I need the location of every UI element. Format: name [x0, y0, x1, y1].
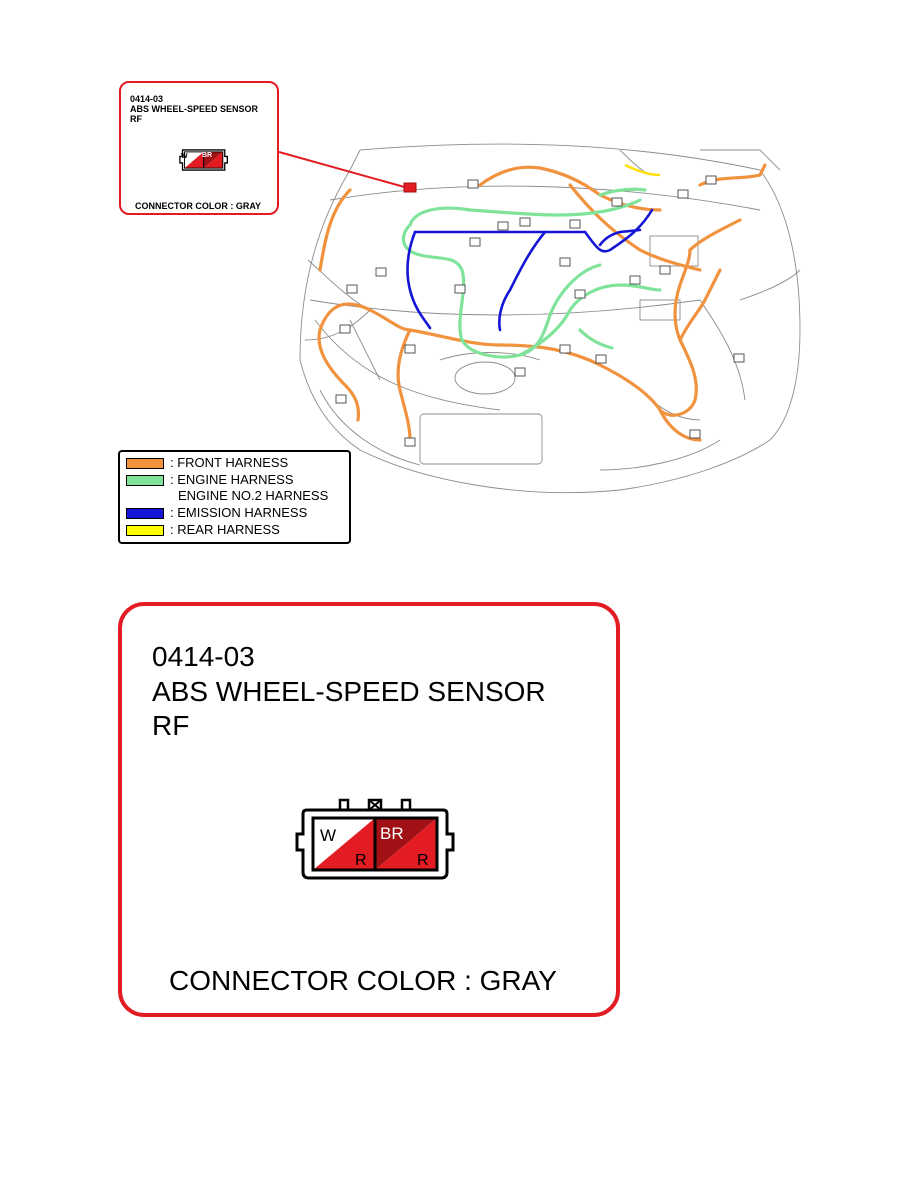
legend-swatch-engine	[126, 474, 164, 486]
callout-large-connector-color: CONNECTOR COLOR : GRAY	[169, 965, 557, 996]
callout-large-name: ABS WHEEL-SPEED SENSOR	[152, 676, 546, 707]
pin-label-small-br: BR	[202, 152, 213, 159]
connector-callout-large: 0414-03 ABS WHEEL-SPEED SENSOR RF W R BR…	[118, 602, 620, 1017]
legend-swatch-emission	[126, 507, 164, 519]
connector-pinout-icon	[295, 798, 455, 880]
harness-legend: : FRONT HARNESS : ENGINE HARNESS ENGINE …	[118, 450, 351, 544]
legend-label-rear: : REAR HARNESS	[170, 522, 280, 537]
legend-label-emission: : EMISSION HARNESS	[170, 505, 308, 520]
pin-1-red	[313, 818, 375, 870]
pin-label-br: BR	[380, 824, 404, 843]
connector-pinout-small-icon	[179, 149, 228, 171]
legend-item-front: : FRONT HARNESS	[126, 456, 288, 470]
pin-label-small-w: W	[181, 153, 188, 160]
callout-large-position: RF	[152, 710, 190, 741]
legend-label-engine-no2: ENGINE NO.2 HARNESS	[178, 488, 329, 503]
legend-item-emission: : EMISSION HARNESS	[126, 506, 307, 520]
legend-item-rear: : REAR HARNESS	[126, 523, 280, 537]
callout-small-code: 0414-03	[130, 94, 164, 104]
callout-small-position: RF	[130, 114, 142, 124]
legend-item-engine: : ENGINE HARNESS	[126, 473, 294, 487]
connector-callout-small: 0414-03 ABS WHEEL-SPEED SENSOR RF W BR C…	[119, 81, 279, 215]
pin-2-red	[375, 818, 437, 870]
callout-small-connector-color: CONNECTOR COLOR : GRAY	[135, 201, 262, 211]
pin-label-r-right: R	[417, 852, 429, 869]
vehicle-harness-diagram	[278, 143, 801, 494]
callout-small-name: ABS WHEEL-SPEED SENSOR	[130, 104, 259, 114]
legend-label-front: : FRONT HARNESS	[170, 455, 289, 470]
legend-swatch-front	[126, 457, 164, 469]
legend-swatch-rear	[126, 524, 164, 536]
legend-label-engine: : ENGINE HARNESS	[170, 472, 294, 487]
pin-label-r-left: R	[355, 852, 367, 869]
pin-label-w: W	[320, 826, 337, 845]
callout-large-code: 0414-03	[152, 641, 255, 672]
